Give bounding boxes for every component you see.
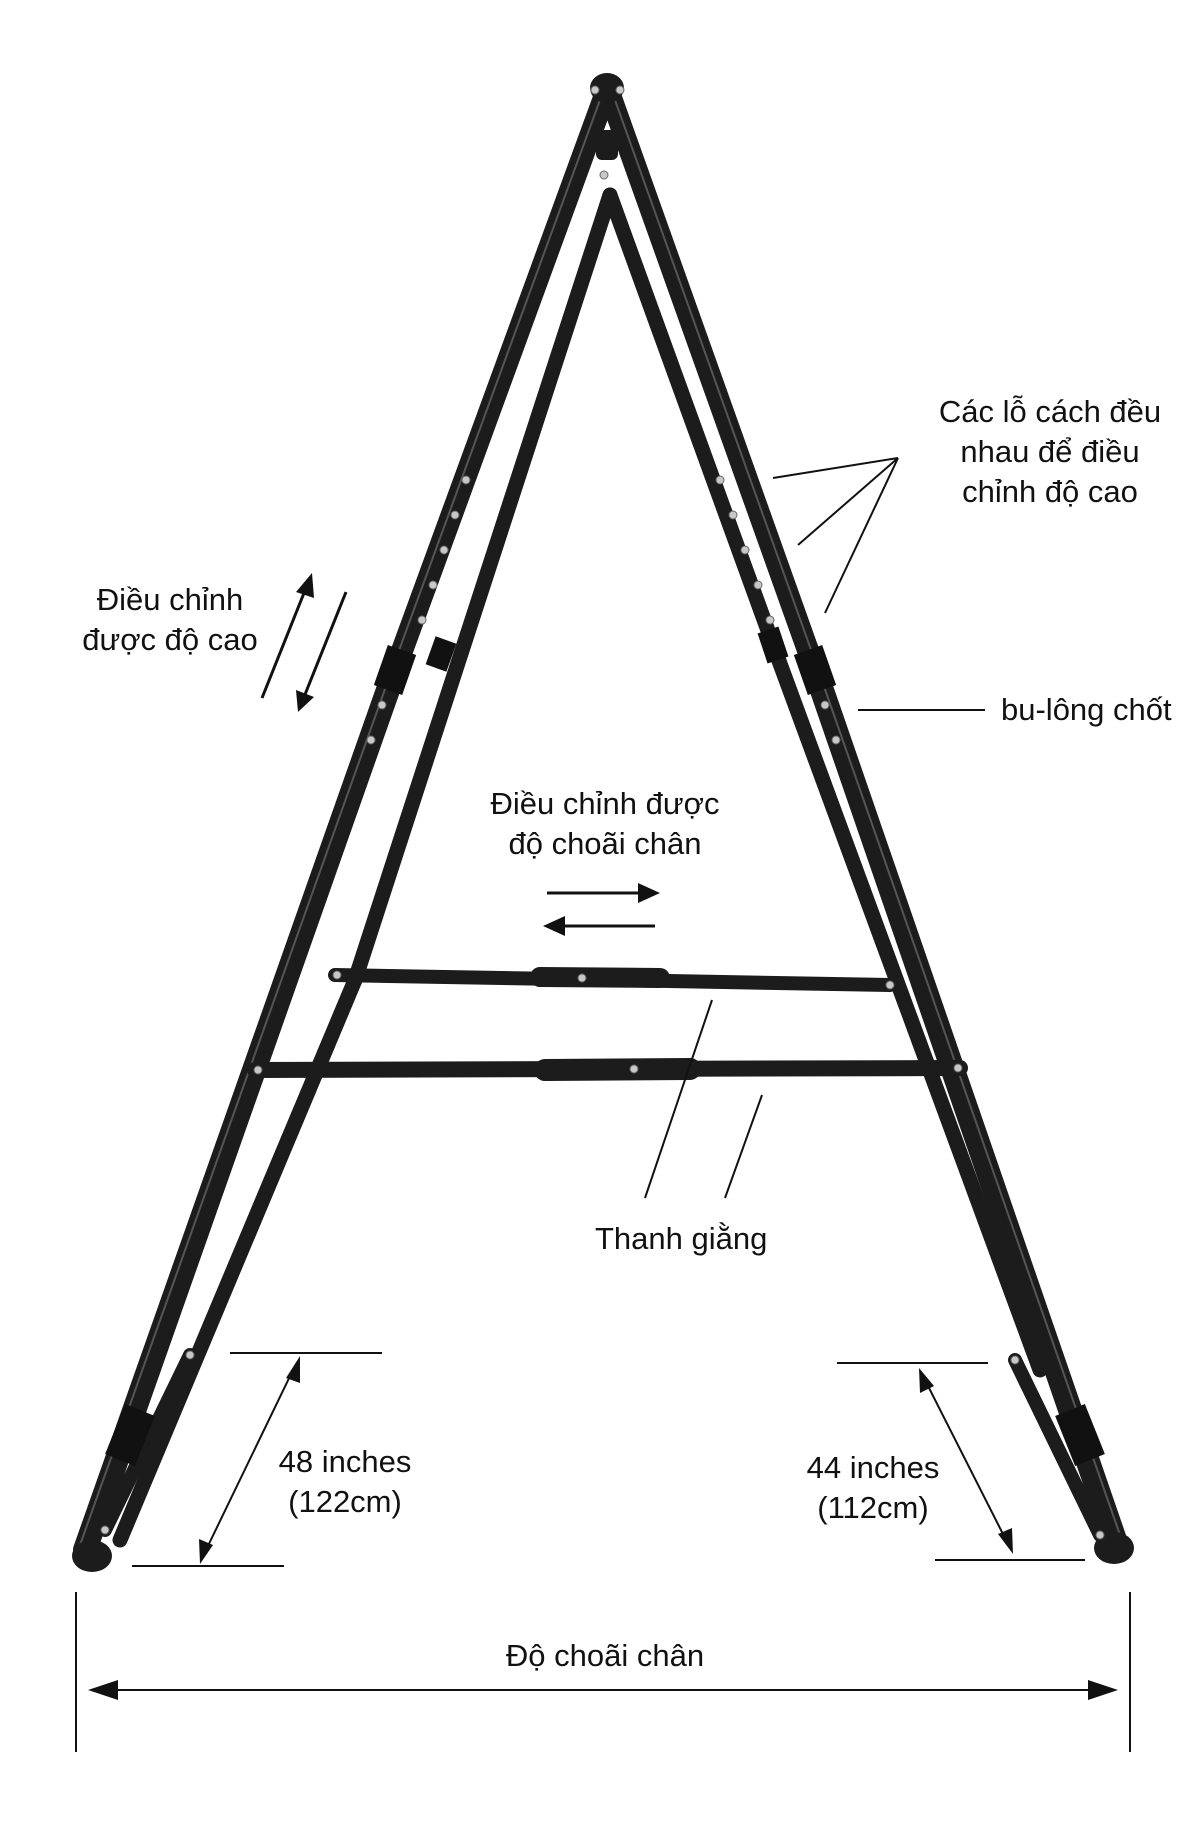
bolt-hole — [577, 973, 587, 983]
right-foot-sleeve — [1055, 1404, 1105, 1466]
bolt-hole — [450, 510, 460, 520]
bolt-hole — [615, 85, 625, 95]
back-left-sleeve — [425, 636, 457, 672]
right-dim-arrow-top — [919, 1368, 934, 1393]
right-foot — [1094, 1532, 1134, 1564]
height-arrow-up — [260, 582, 310, 699]
bolt-hole — [253, 1065, 263, 1075]
height-adjust-line1: Điều chỉnh — [96, 582, 244, 617]
holes-leader-1 — [772, 457, 899, 479]
brace-leader-1 — [644, 999, 713, 1199]
bolt-hole — [753, 580, 763, 590]
left-sleeve — [373, 645, 417, 695]
front-left-leg — [384, 84, 616, 681]
left-dim-arrow-top — [286, 1356, 300, 1383]
spread-adjust-line1: Điều chỉnh được — [490, 786, 720, 821]
height-sleeves — [105, 626, 1105, 1466]
left-foot-strut — [98, 1348, 197, 1537]
spread-arrow-right-head — [638, 883, 660, 903]
spread-dim-arrow-right — [1088, 1680, 1118, 1700]
bolt-hole — [366, 735, 376, 745]
height-adjust-line2: được độ cao — [82, 622, 258, 657]
annotation-lines — [75, 457, 1131, 1752]
right-sleeve — [793, 645, 837, 695]
bolt-hole — [428, 580, 438, 590]
bolt-hole — [417, 615, 427, 625]
holes-label-line2: nhau để điều — [960, 434, 1140, 469]
back-right-leg — [602, 187, 783, 658]
bolt-hole — [461, 475, 471, 485]
leg-spread-label: Độ choãi chân — [505, 1638, 705, 1673]
left-leg-length-cm: (122cm) — [288, 1484, 402, 1519]
bolt-hole — [590, 85, 600, 95]
brace-label: Thanh giằng — [595, 1221, 768, 1256]
cross-braces — [247, 967, 968, 1081]
height-arrow-down-head — [296, 690, 314, 712]
bolt-hole — [765, 615, 775, 625]
bolt-hole — [599, 170, 609, 180]
left-foot-sleeve — [105, 1404, 155, 1466]
brace-leader-2 — [724, 1094, 763, 1199]
height-arrow-down — [300, 591, 348, 703]
bolt-hole — [820, 700, 830, 710]
lower-brace-joint — [534, 1058, 701, 1081]
right-dim-arrow-bottom — [998, 1528, 1013, 1554]
bolt-hole — [728, 510, 738, 520]
left-foot — [72, 1540, 112, 1572]
left-dim-arrow — [205, 1369, 294, 1551]
bolt-hole — [629, 1064, 639, 1074]
upper-brace-joint — [530, 967, 670, 988]
bolt-hole — [1095, 1530, 1105, 1540]
bolt-hole — [332, 970, 342, 980]
bolt-hole — [885, 980, 895, 990]
bolt-hole — [1010, 1355, 1020, 1365]
height-arrow-up-head — [296, 573, 314, 598]
caps-and-feet — [72, 73, 1134, 1572]
bolt-hole — [953, 1063, 963, 1073]
right-dim-arrow — [925, 1381, 1007, 1541]
bolt-hole — [377, 700, 387, 710]
bolt-hole — [715, 475, 725, 485]
back-right-leg-lower — [767, 642, 1048, 1378]
bolt-holes — [100, 85, 1105, 1540]
holes-label-line3: chỉnh độ cao — [962, 474, 1138, 509]
bolt-hole — [740, 545, 750, 555]
spread-adjust-label: Điều chỉnh được độ choãi chân — [455, 784, 755, 864]
front-right-leg — [599, 84, 826, 681]
right-leg-length-in: 44 inches — [806, 1450, 940, 1485]
bolt-hole — [439, 545, 449, 555]
back-left-leg — [347, 187, 618, 988]
top-cap — [590, 73, 624, 103]
bolt-hole — [185, 1350, 195, 1360]
right-leg-length-label: 44 inches (112cm) — [778, 1448, 968, 1528]
left-dim-arrow-bottom — [199, 1539, 213, 1564]
pin-bolt-label: bu-lông chốt — [1001, 692, 1172, 727]
bolt-hole — [100, 1525, 110, 1535]
back-right-sleeve — [757, 626, 789, 664]
bolt-hole — [831, 735, 841, 745]
spread-adjust-line2: độ choãi chân — [508, 826, 702, 861]
left-leg-length-label: 48 inches (122cm) — [250, 1442, 440, 1522]
annotation-arrows — [88, 573, 1118, 1700]
left-leg-length-in: 48 inches — [278, 1444, 412, 1479]
front-right-leg-lower — [803, 658, 1127, 1552]
height-adjust-label: Điều chỉnh được độ cao — [60, 580, 280, 660]
top-joint — [596, 130, 618, 160]
holes-label: Các lỗ cách đều nhau để điều chỉnh độ ca… — [900, 392, 1200, 512]
spread-dim-arrow-left — [88, 1680, 118, 1700]
holes-label-line1: Các lỗ cách đều — [938, 394, 1162, 429]
holes-leader-3 — [824, 457, 899, 614]
spread-arrow-left-head — [543, 916, 565, 936]
tube-highlights — [79, 99, 1121, 1546]
right-foot-strut — [1008, 1353, 1107, 1542]
holes-leader-2 — [797, 457, 899, 546]
front-left-leg-lower — [73, 658, 407, 1562]
right-leg-length-cm: (112cm) — [817, 1490, 929, 1525]
